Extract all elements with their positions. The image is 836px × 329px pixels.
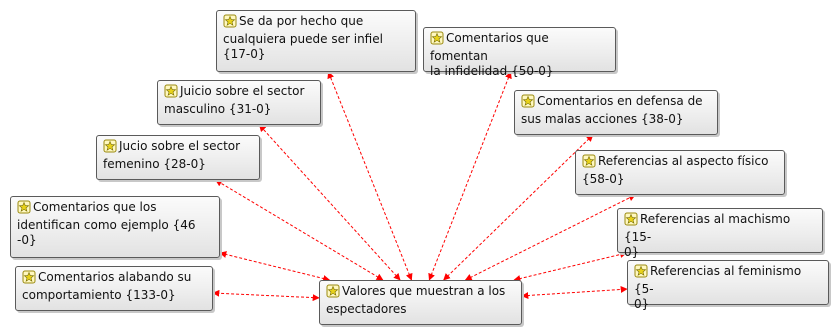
code-icon (430, 31, 444, 49)
relation-line-n2 (428, 71, 512, 281)
code-node-feminismo[interactable]: Referencias al feminismo {5- 0} (627, 260, 829, 311)
relation-line-n5 (215, 179, 384, 281)
relation-line-n1 (327, 71, 413, 281)
code-icon (164, 84, 178, 102)
code-node-ejemplo[interactable]: Comentarios que los identifican como eje… (10, 196, 220, 258)
code-icon (223, 14, 237, 32)
code-node-masculino[interactable]: Juicio sobre el sector masculino {31-0} (157, 80, 321, 125)
code-node-alabando[interactable]: Comentarios alabando su comportamiento {… (15, 266, 213, 311)
code-icon (17, 200, 31, 218)
central-code-node[interactable]: Valores que muestran a los espectadores (319, 280, 522, 325)
relation-line-n9 (212, 289, 320, 302)
code-node-fomentan[interactable]: Comentarios que fomentan la infidelidad … (423, 27, 616, 78)
relation-line-n10 (521, 285, 628, 299)
relation-line-n8 (513, 251, 628, 282)
relation-line-n3 (258, 124, 401, 281)
code-icon (582, 154, 596, 172)
code-node-femenino[interactable]: Jucio sobre el sector femenino {28-0} (96, 135, 260, 180)
code-icon (624, 212, 638, 230)
relation-line-n6 (464, 194, 636, 281)
code-icon (634, 264, 648, 282)
code-node-aspecto-fisico[interactable]: Referencias al aspecto físico {58-0} (575, 150, 785, 195)
code-node-infiel[interactable]: Se da por hecho que cualquiera puede ser… (216, 10, 416, 72)
relation-line-n4 (443, 134, 594, 281)
code-icon (326, 284, 340, 302)
code-node-machismo[interactable]: Referencias al machismo {15- 0} (617, 208, 823, 259)
code-icon (22, 270, 36, 288)
code-icon (521, 94, 535, 112)
relation-line-n7 (219, 251, 331, 282)
code-icon (103, 139, 117, 157)
code-node-defensa[interactable]: Comentarios en defensa de sus malas acci… (514, 90, 718, 135)
